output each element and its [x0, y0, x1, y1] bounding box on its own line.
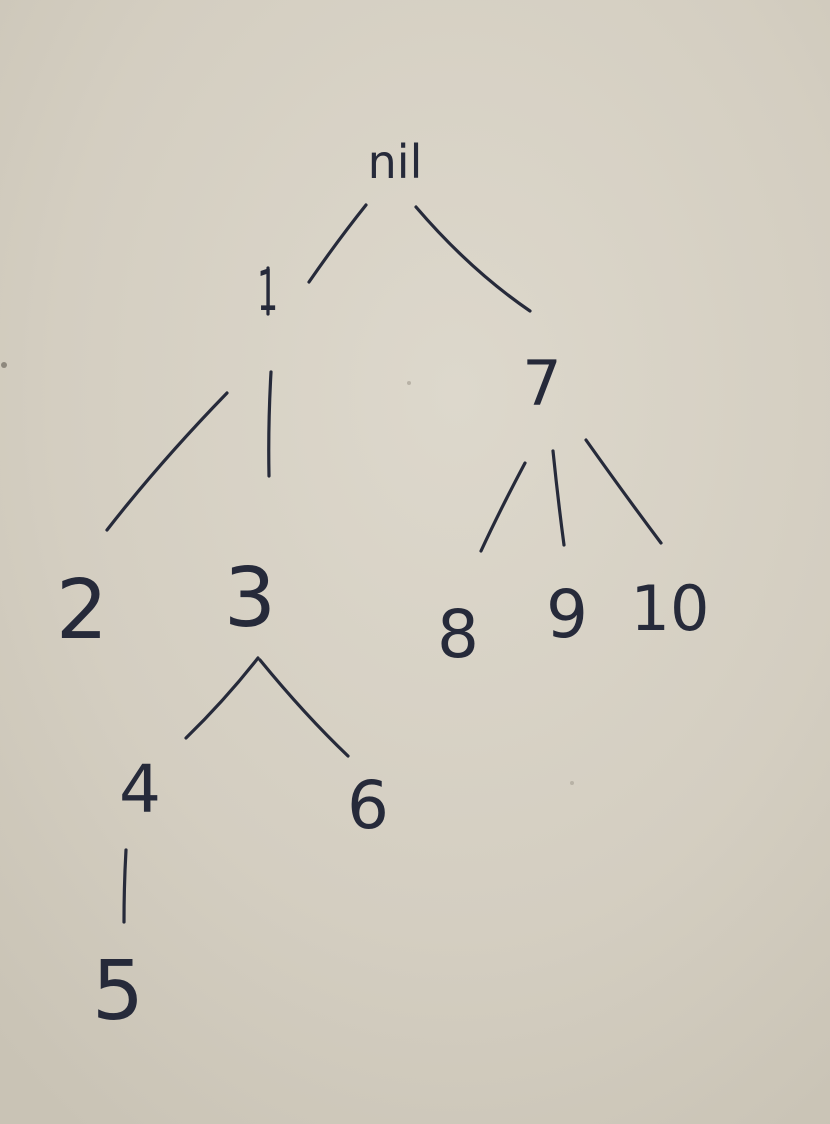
edge-root-1: [307, 203, 368, 284]
node-root: nil: [368, 135, 423, 189]
node-7: 7: [522, 347, 561, 420]
smudge-dot: [570, 781, 574, 785]
edge-3-4: [184, 656, 260, 740]
node-6: 6: [347, 767, 389, 844]
node-1: 1: [257, 258, 278, 323]
edge-4-5: [122, 848, 128, 924]
edge-7-10: [584, 438, 663, 545]
smudge-dot: [407, 381, 411, 385]
edge-7-8: [479, 461, 527, 553]
edge-root-7: [414, 205, 532, 313]
node-5: 5: [92, 944, 144, 1039]
node-2: 2: [56, 563, 108, 658]
node-8: 8: [437, 596, 479, 673]
edge-3-6: [258, 658, 350, 758]
node-10: 10: [631, 572, 710, 645]
tree-nodes: nil 1 7 2 3 8 9 10 4 6 5: [56, 135, 710, 1039]
tree-edges: [105, 203, 663, 924]
node-9: 9: [546, 576, 588, 653]
node-4: 4: [119, 751, 161, 828]
edge-1-2: [105, 391, 229, 532]
smudge-dot: [1, 362, 7, 368]
node-3: 3: [224, 551, 276, 646]
edge-7-9: [551, 449, 566, 547]
edge-1-3: [267, 370, 273, 478]
